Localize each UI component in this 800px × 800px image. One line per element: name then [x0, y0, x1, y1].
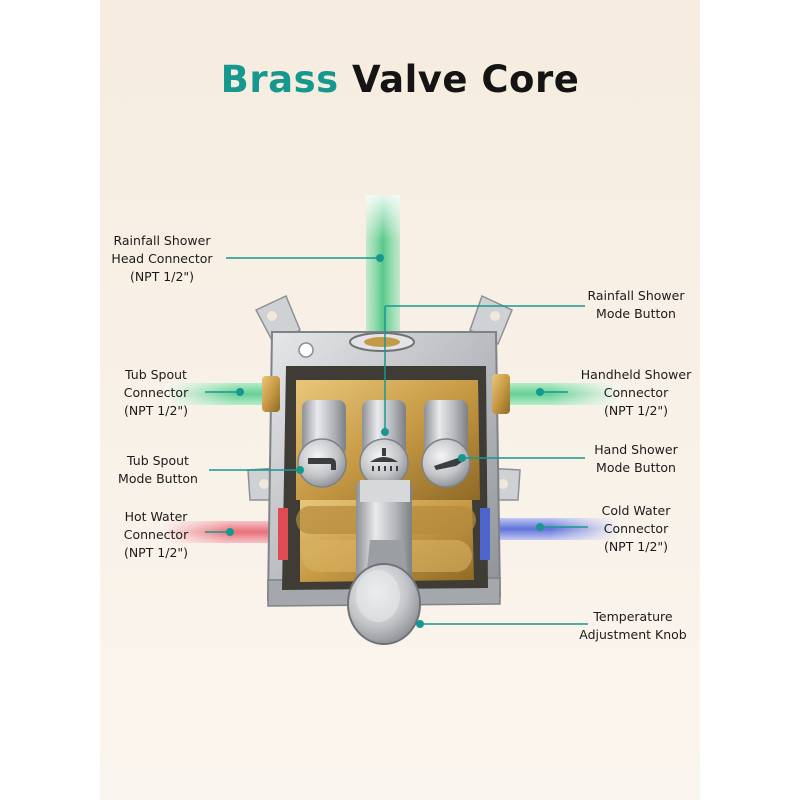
right-brass-fitting [492, 374, 510, 414]
label-cold-connector: Cold Water Connector (NPT 1/2") [601, 503, 671, 554]
handheld-pipe-fade [550, 383, 620, 405]
callout-lines [205, 257, 588, 625]
callout-dots [226, 254, 544, 628]
label-hand-button: Hand Shower Mode Button [594, 442, 678, 475]
tub-spout-icon [308, 458, 336, 470]
label-handheld-connector: Handheld Shower Connector (NPT 1/2") [580, 367, 692, 418]
tub-spout-pipe-fade [165, 383, 235, 405]
title-rest: Valve Core [352, 58, 580, 101]
label-tub-connector: Tub Spout Connector (NPT 1/2") [123, 367, 189, 418]
title-accent: Brass [220, 58, 339, 101]
label-rainfall-connector: Rainfall Shower Head Connector (NPT 1/2"… [111, 233, 213, 284]
label-hot-connector: Hot Water Connector (NPT 1/2") [123, 509, 189, 560]
label-tub-button: Tub Spout Mode Button [118, 453, 198, 486]
left-brass-fitting [262, 376, 280, 412]
rainfall-shower-icon [370, 448, 398, 471]
page-title: Brass Valve Core [100, 58, 700, 101]
rainfall-pipe-fade [366, 195, 400, 345]
label-temp-knob: Temperature Adjustment Knob [579, 609, 687, 642]
hot-water-pipe-fade [160, 521, 230, 543]
label-rainfall-button: Rainfall Shower Mode Button [587, 288, 685, 321]
hand-shower-icon [434, 458, 462, 470]
cold-water-pipe-fade [550, 518, 620, 540]
rainfall-mode-button [359, 438, 409, 488]
